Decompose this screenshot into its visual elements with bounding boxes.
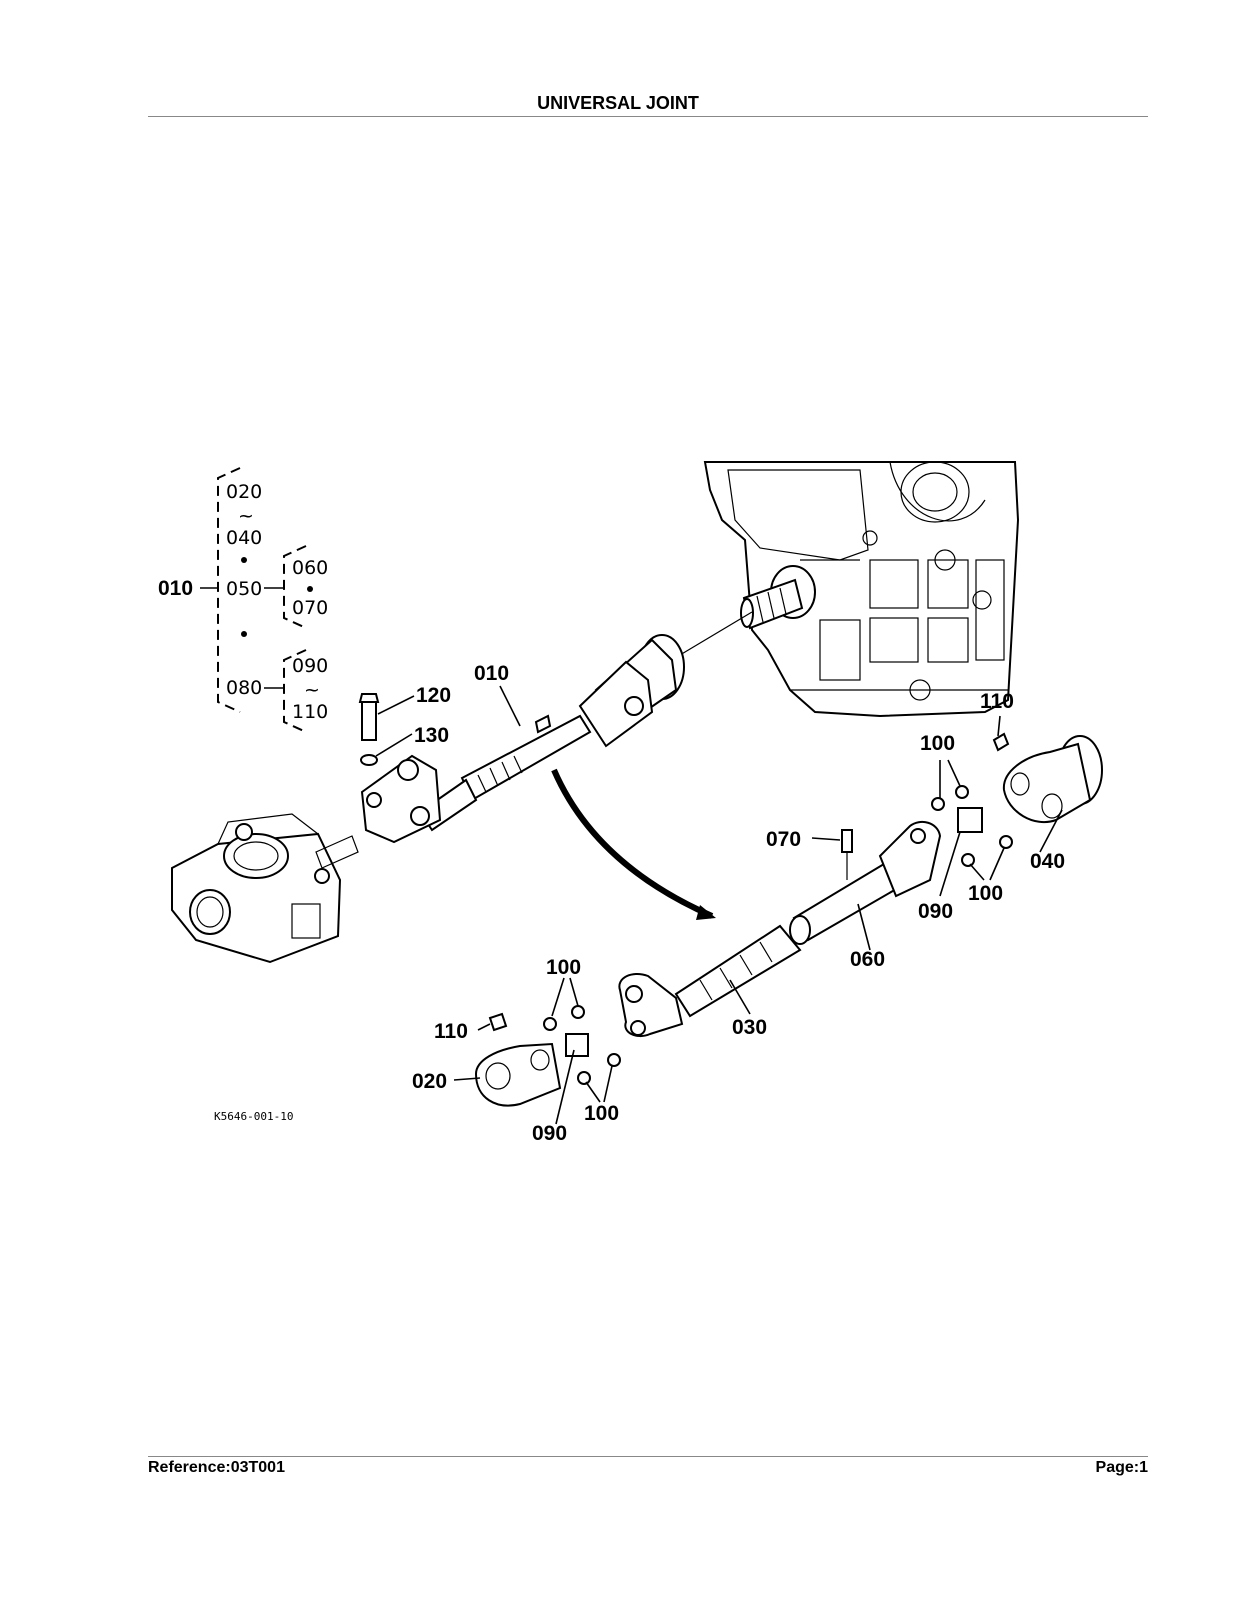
transmission-housing bbox=[703, 461, 1020, 718]
assembly-tree: 010 020 ~ 040 050 060 070 080 090 ~ 110 bbox=[158, 467, 328, 733]
tree-b-bottom: 070 bbox=[292, 597, 328, 619]
cross-kit-right bbox=[931, 732, 1013, 867]
figure-code: K5646-001-10 bbox=[214, 1110, 293, 1123]
tree-c-tilde: ~ bbox=[304, 679, 320, 701]
reference-label: Reference:03T001 bbox=[148, 1459, 285, 1476]
callout-090-left: 090 bbox=[532, 1122, 567, 1145]
footer-rule bbox=[148, 1456, 1148, 1457]
callout-100-right-bottom: 100 bbox=[968, 882, 1003, 905]
callout-040: 040 bbox=[1030, 850, 1065, 873]
callout-070: 070 bbox=[766, 828, 801, 851]
callout-010: 010 bbox=[474, 662, 509, 685]
page-title: UNIVERSAL JOINT bbox=[537, 93, 699, 113]
yoke-040 bbox=[1002, 735, 1103, 823]
tree-a-tilde: ~ bbox=[238, 505, 254, 527]
cross-kit-left bbox=[488, 1005, 621, 1085]
callout-100-right-top: 100 bbox=[920, 732, 955, 755]
callout-090-right: 090 bbox=[918, 900, 953, 923]
callout-labels: 010 120 130 110 100 070 040 090 100 060 … bbox=[412, 662, 1065, 1145]
drive-shaft-assembly bbox=[358, 611, 753, 844]
tube-060 bbox=[789, 820, 942, 945]
tree-a-bottom: 040 bbox=[226, 527, 262, 549]
header-rule bbox=[148, 116, 1148, 117]
shaft-030 bbox=[618, 924, 802, 1038]
leader-lines bbox=[375, 685, 1063, 1125]
callout-020: 020 bbox=[412, 1070, 447, 1093]
callout-120: 120 bbox=[416, 684, 451, 707]
callout-110-left: 110 bbox=[434, 1020, 468, 1043]
tree-c-top: 090 bbox=[292, 655, 328, 677]
callout-130: 130 bbox=[414, 724, 449, 747]
pto-gearbox bbox=[171, 813, 359, 964]
callout-100-left-top: 100 bbox=[546, 956, 581, 979]
callout-100-left-bottom: 100 bbox=[584, 1102, 619, 1125]
yoke-020 bbox=[474, 1042, 562, 1107]
page-number: Page:1 bbox=[1095, 1459, 1148, 1476]
callout-110-right: 110 bbox=[980, 690, 1014, 713]
tree-c: 080 bbox=[226, 677, 262, 699]
tree-b-top: 060 bbox=[292, 557, 328, 579]
callout-060: 060 bbox=[850, 948, 885, 971]
tree-root-label: 010 bbox=[158, 577, 193, 600]
tree-b: 050 bbox=[226, 578, 262, 600]
tree-a-top: 020 bbox=[226, 481, 262, 503]
callout-030: 030 bbox=[732, 1016, 767, 1039]
tree-c-bottom: 110 bbox=[292, 701, 328, 723]
exploded-view-arrow bbox=[551, 768, 716, 920]
